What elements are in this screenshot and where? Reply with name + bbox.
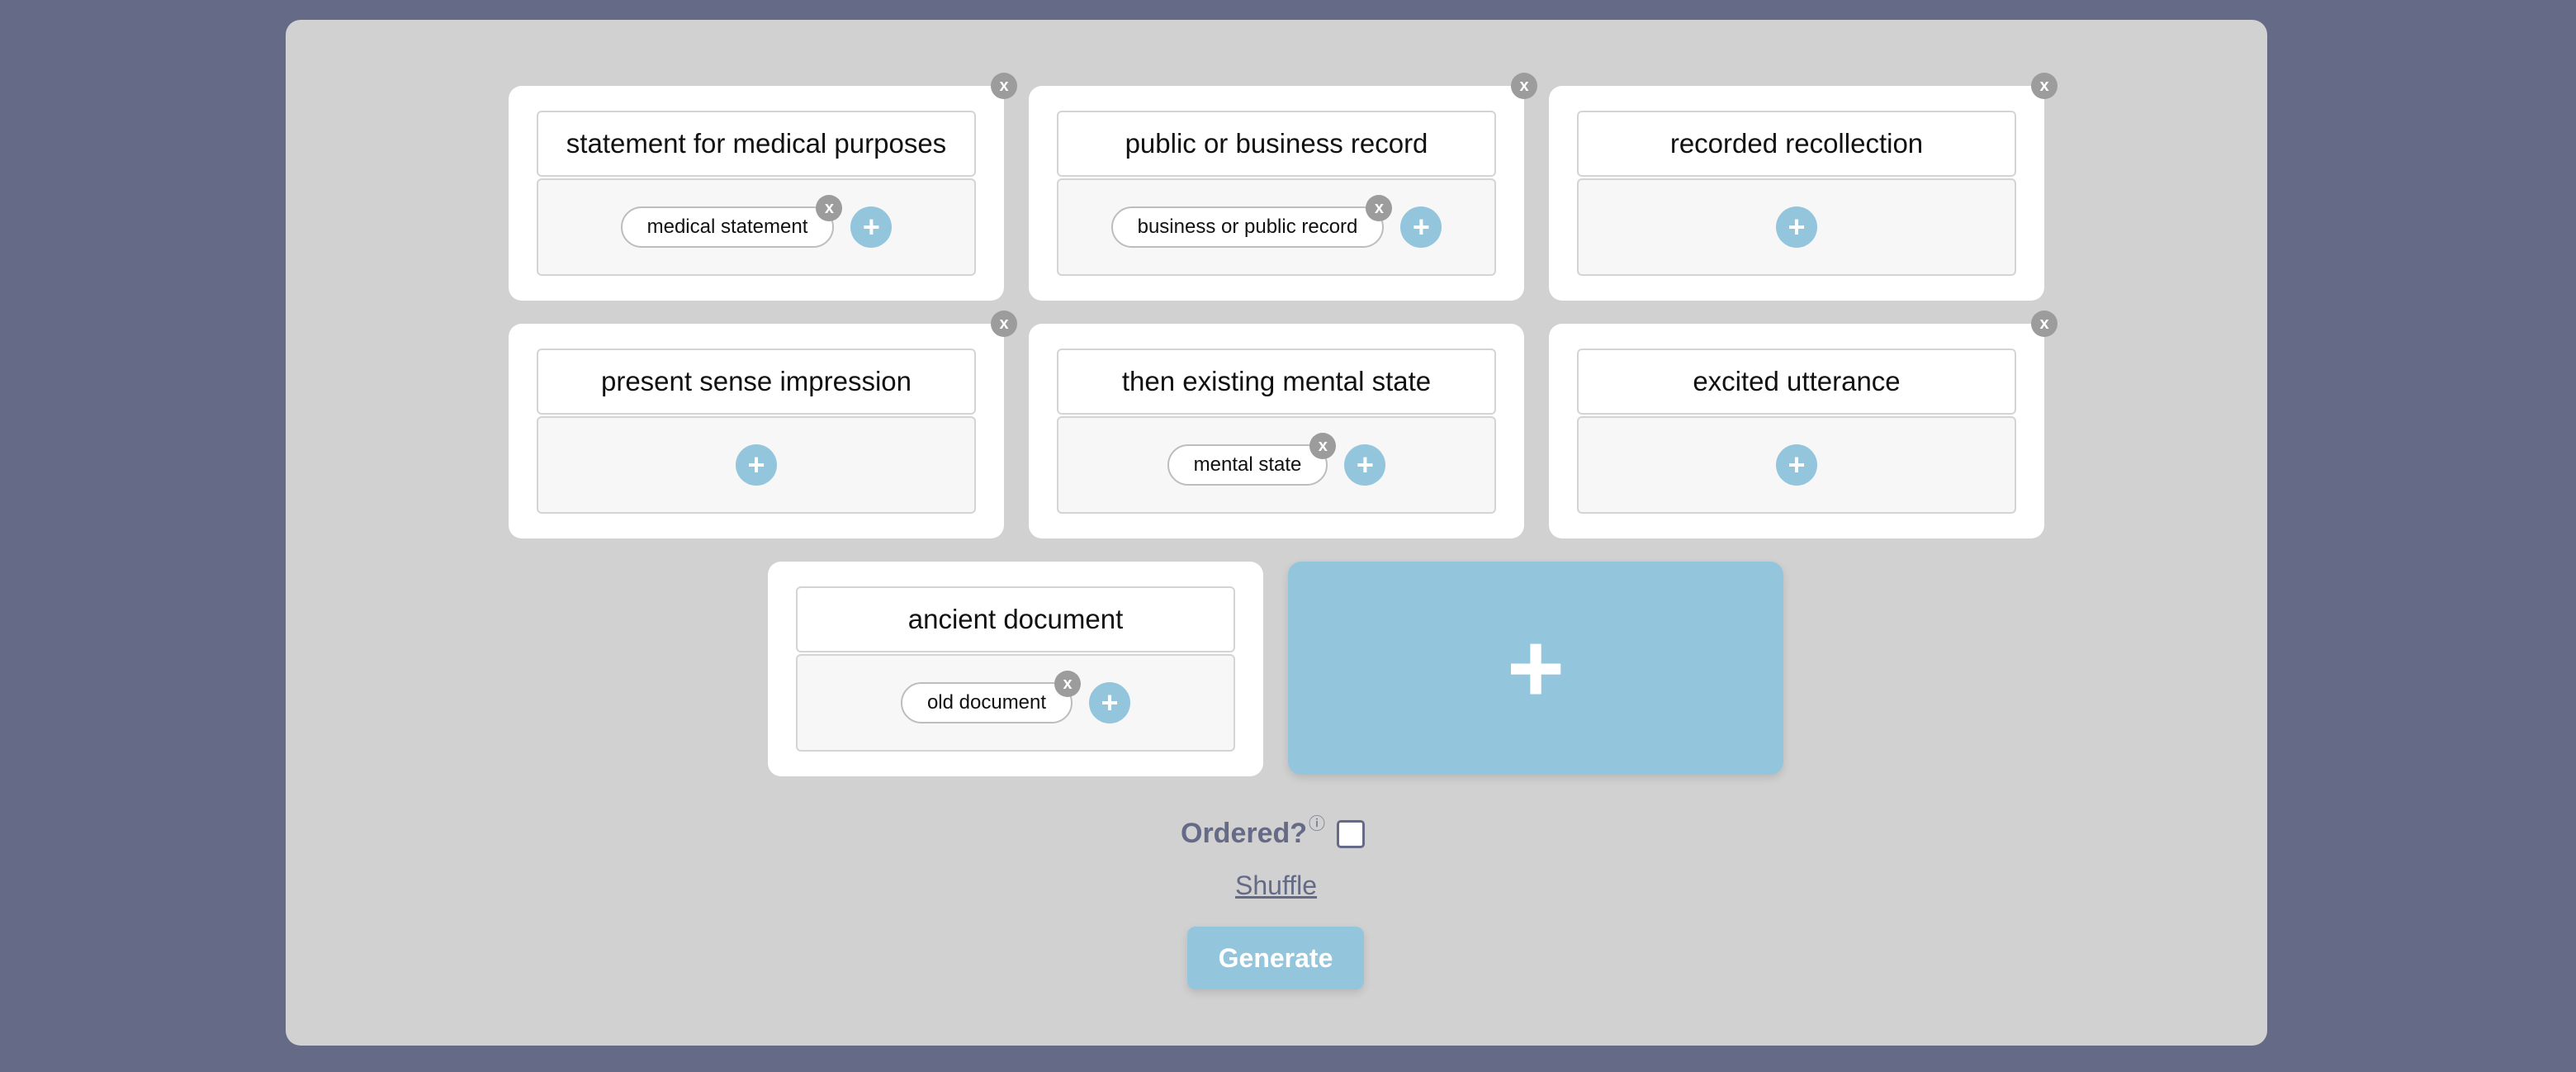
- remove-card-icon[interactable]: x: [2031, 73, 2057, 99]
- item-chip-label: mental state: [1193, 453, 1302, 476]
- remove-item-icon[interactable]: x: [1366, 195, 1393, 221]
- remove-card-icon[interactable]: x: [991, 311, 1017, 337]
- category-card: then existing mental state mental state …: [1029, 324, 1524, 538]
- add-item-icon[interactable]: +: [1400, 206, 1442, 248]
- category-items: medical statement x +: [537, 178, 976, 276]
- add-item-icon[interactable]: +: [736, 444, 777, 486]
- category-card: x public or business record business or …: [1029, 73, 1537, 301]
- category-title[interactable]: ancient document: [796, 586, 1235, 652]
- remove-card-icon[interactable]: x: [2031, 311, 2057, 337]
- category-card: ancient document old document x +: [768, 562, 1263, 776]
- add-item-icon[interactable]: +: [850, 206, 893, 248]
- editor-panel: x statement for medical purposes medical…: [286, 20, 2267, 1046]
- add-item-icon[interactable]: +: [1089, 682, 1131, 723]
- category-items: +: [1577, 178, 2016, 276]
- ordered-option: Ordered? ⓘ: [1181, 815, 1366, 850]
- category-items: old document x +: [796, 654, 1235, 752]
- add-item-icon[interactable]: +: [1344, 444, 1386, 486]
- help-icon[interactable]: ⓘ: [1309, 815, 1326, 833]
- category-title[interactable]: recorded recollection: [1577, 111, 2016, 177]
- item-chip[interactable]: business or public record x: [1110, 195, 1393, 248]
- category-title[interactable]: statement for medical purposes: [537, 111, 976, 177]
- add-category-button[interactable]: +: [1288, 562, 1783, 775]
- category-card: x statement for medical purposes medical…: [509, 73, 1017, 301]
- category-card: x recorded recollection +: [1549, 73, 2057, 301]
- remove-item-icon[interactable]: x: [1309, 433, 1337, 459]
- generate-button[interactable]: Generate: [1187, 927, 1364, 989]
- category-items: mental state x +: [1057, 416, 1496, 514]
- item-chip[interactable]: medical statement x: [620, 195, 843, 248]
- item-chip-label: medical statement: [646, 216, 808, 238]
- remove-item-icon[interactable]: x: [816, 195, 843, 221]
- ordered-label: Ordered?: [1181, 818, 1308, 849]
- category-title[interactable]: then existing mental state: [1057, 349, 1496, 415]
- category-items: +: [537, 416, 976, 514]
- category-card: x excited utterance +: [1549, 311, 2057, 538]
- item-chip-label: old document: [926, 691, 1047, 714]
- plus-icon: +: [1506, 613, 1565, 723]
- category-title[interactable]: public or business record: [1057, 111, 1496, 177]
- remove-card-icon[interactable]: x: [991, 73, 1017, 99]
- item-chip-label: business or public record: [1137, 216, 1358, 238]
- shuffle-link[interactable]: Shuffle: [1235, 870, 1318, 900]
- category-title[interactable]: present sense impression: [537, 349, 976, 415]
- category-items: business or public record x +: [1057, 178, 1496, 276]
- category-card: x present sense impression +: [509, 311, 1017, 538]
- category-items: +: [1577, 416, 2016, 514]
- remove-item-icon[interactable]: x: [1054, 671, 1082, 697]
- ordered-checkbox[interactable]: [1337, 819, 1366, 848]
- add-item-icon[interactable]: +: [1776, 206, 1817, 248]
- add-item-icon[interactable]: +: [1776, 444, 1817, 486]
- category-title[interactable]: excited utterance: [1577, 349, 2016, 415]
- item-chip[interactable]: old document x: [900, 671, 1082, 723]
- item-chip[interactable]: mental state x: [1167, 433, 1337, 486]
- remove-card-icon[interactable]: x: [1511, 73, 1537, 99]
